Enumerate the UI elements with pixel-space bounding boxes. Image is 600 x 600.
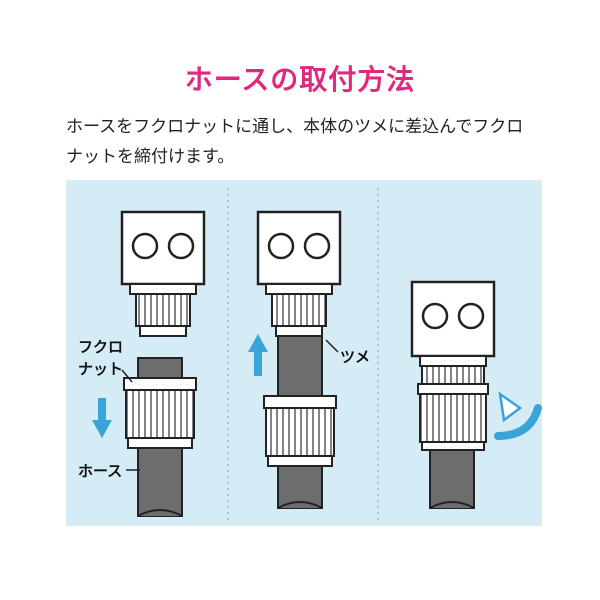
claw-leader-line [325,339,339,353]
nut-leader-line [121,369,133,383]
rotate-arrow-icon [494,391,542,440]
arrow-up-icon [248,334,268,376]
claw-label: ツメ [340,348,370,366]
step-3-nut [417,365,489,451]
step-1-figure: フクロ ナット ホース [78,210,206,517]
page-title: ホースの取付方法 [184,63,416,96]
step-3-faucet-body [410,280,496,367]
step-3-hose [429,439,475,509]
step-1-faucet-body [120,210,206,337]
step-1-nut [123,377,197,449]
instruction-text: ホースをフクロナットに通し、本体のツメに差込んでフクロ ナットを締付けます。 [66,112,546,172]
instruction-line-1: ホースをフクロナットに通し、本体のツメに差込んでフクロ [66,117,524,137]
hose-label: ホース [78,462,122,480]
instruction-line-2: ナットを締付けます。 [66,147,235,167]
step-3-figure [410,280,542,509]
nut-label-line-1: フクロ [78,338,123,356]
nut-label-line-2: ナット [78,360,123,378]
arrow-down-icon [92,398,112,438]
step-2-nut [263,395,337,467]
step-2-faucet-body [256,210,342,337]
step-2-figure: ツメ [248,210,370,509]
